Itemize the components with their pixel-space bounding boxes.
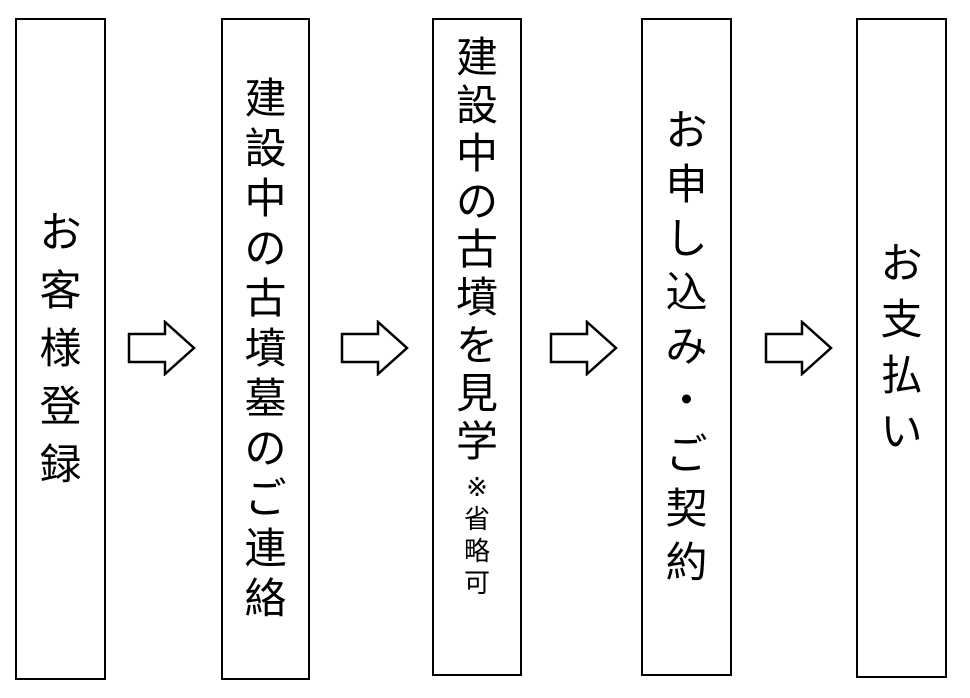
step-customer-registration: お客様登録 — [15, 18, 106, 680]
right-arrow-icon — [764, 320, 833, 376]
step-note: ※省略可 — [463, 473, 490, 599]
step-label: 建設中の古墳を見学 — [455, 33, 498, 466]
step-label: 建設中の古墳墓のご連絡 — [244, 74, 287, 623]
step-application-contract: お申し込み・ご契約 — [641, 18, 732, 676]
step-label: お申し込み・ご契約 — [665, 106, 708, 587]
step-payment: お支払い — [856, 18, 947, 678]
step-site-visit: 建設中の古墳を見学 ※省略可 — [432, 18, 522, 676]
right-arrow-icon — [127, 320, 196, 376]
step-label: お支払い — [880, 239, 923, 456]
step-contact-about-tomb: 建設中の古墳墓のご連絡 — [221, 18, 310, 680]
right-arrow-icon — [340, 320, 409, 376]
right-arrow-icon — [549, 320, 618, 376]
step-label: お客様登録 — [39, 208, 82, 489]
